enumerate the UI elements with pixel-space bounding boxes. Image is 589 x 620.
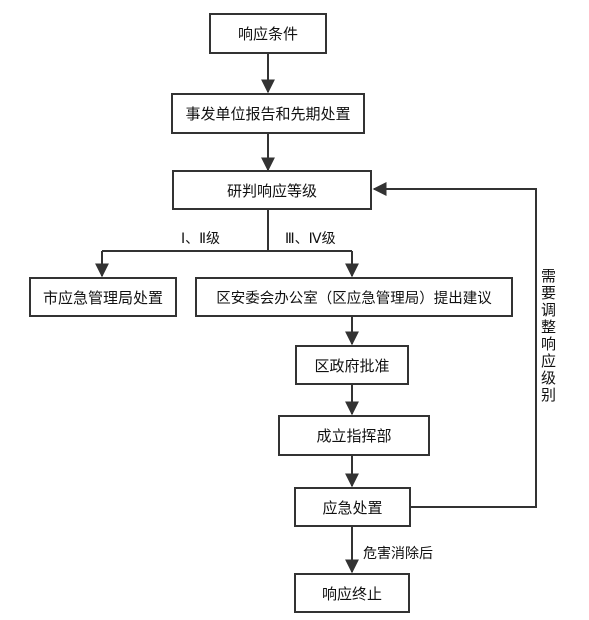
node-report-initial: 事发单位报告和先期处置 bbox=[171, 93, 365, 134]
node-emergency-handling: 应急处置 bbox=[294, 487, 411, 527]
label-adjust-level: 需要调整响应级别 bbox=[539, 268, 557, 404]
label-hazard-cleared: 危害消除后 bbox=[363, 546, 433, 562]
node-district-gov: 区政府批准 bbox=[295, 345, 409, 385]
node-response-end: 响应终止 bbox=[294, 573, 410, 613]
node-district-office: 区安委会办公室（区应急管理局）提出建议 bbox=[195, 277, 513, 317]
node-assess-level: 研判响应等级 bbox=[172, 170, 372, 210]
arrow-feedback-adjust bbox=[372, 182, 537, 508]
label-level-1-2: Ⅰ、Ⅱ级 bbox=[181, 231, 221, 247]
label-level-3-4: Ⅲ、Ⅳ级 bbox=[285, 231, 336, 247]
node-command-dept: 成立指挥部 bbox=[278, 415, 430, 456]
node-city-office: 市应急管理局处置 bbox=[29, 277, 177, 317]
node-response-conditions: 响应条件 bbox=[209, 13, 327, 54]
